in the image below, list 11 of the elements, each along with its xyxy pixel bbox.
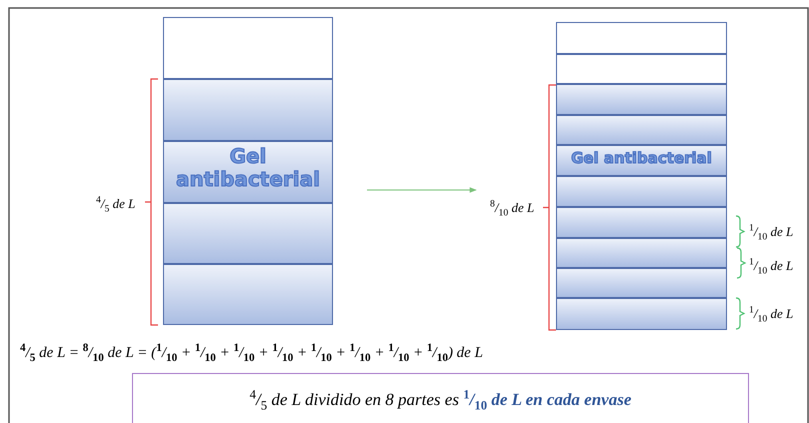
fraction-label: $^{1}$/$_{10}$ de L	[749, 258, 794, 274]
fraction-label: $^{4}$/$_{5}$ de L	[96, 196, 136, 212]
product-label: Gel antibacterial	[570, 150, 713, 168]
statement-box	[132, 373, 749, 423]
fraction-label: $^{1}$/$_{10}$ de L	[749, 224, 794, 240]
product-label: Gel antibacterial	[174, 145, 321, 191]
fraction-label: $^{8}$/$_{10}$ de L	[490, 200, 534, 216]
fraction-label: $^{1}$/$_{10}$ de L	[749, 306, 794, 322]
arrow	[366, 187, 477, 193]
equation-text: $^{4}$/$_{5}$ de L = $^{8}$/$_{10}$ de L = ($^{1}$/$_{10}$ + $^{1}$/$_{10}$ + $^{1}$/$_{10}$ + $^{1}$/$_{10}$ + $^{1}$/$_{10}$ + $^{1}$/$_{10}$ + $^{1}$/$_{10}$ + $^{1}$/$_{10}$) de L	[20, 345, 483, 362]
statement-text: $^{4}$/$_{5}$ de L dividido en 8 partes es $^{1}$/$_{10}$ de L en cada envase	[248, 386, 632, 414]
